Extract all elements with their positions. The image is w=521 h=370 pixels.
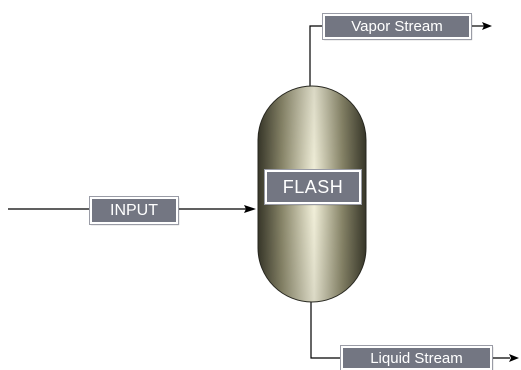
- input-arrow-head: [244, 205, 256, 213]
- flash-unit-label[interactable]: FLASH: [264, 169, 362, 205]
- liquid-stream-label[interactable]: Liquid Stream: [340, 345, 493, 370]
- liquid-stream-line[interactable]: [310, 302, 341, 359]
- vapor-arrow-head: [482, 22, 492, 30]
- vapor-stream-line[interactable]: [309, 25, 323, 86]
- liquid-arrow-head: [509, 354, 519, 362]
- input-stream-label[interactable]: INPUT: [89, 196, 179, 225]
- vapor-stream-label[interactable]: Vapor Stream: [322, 13, 472, 40]
